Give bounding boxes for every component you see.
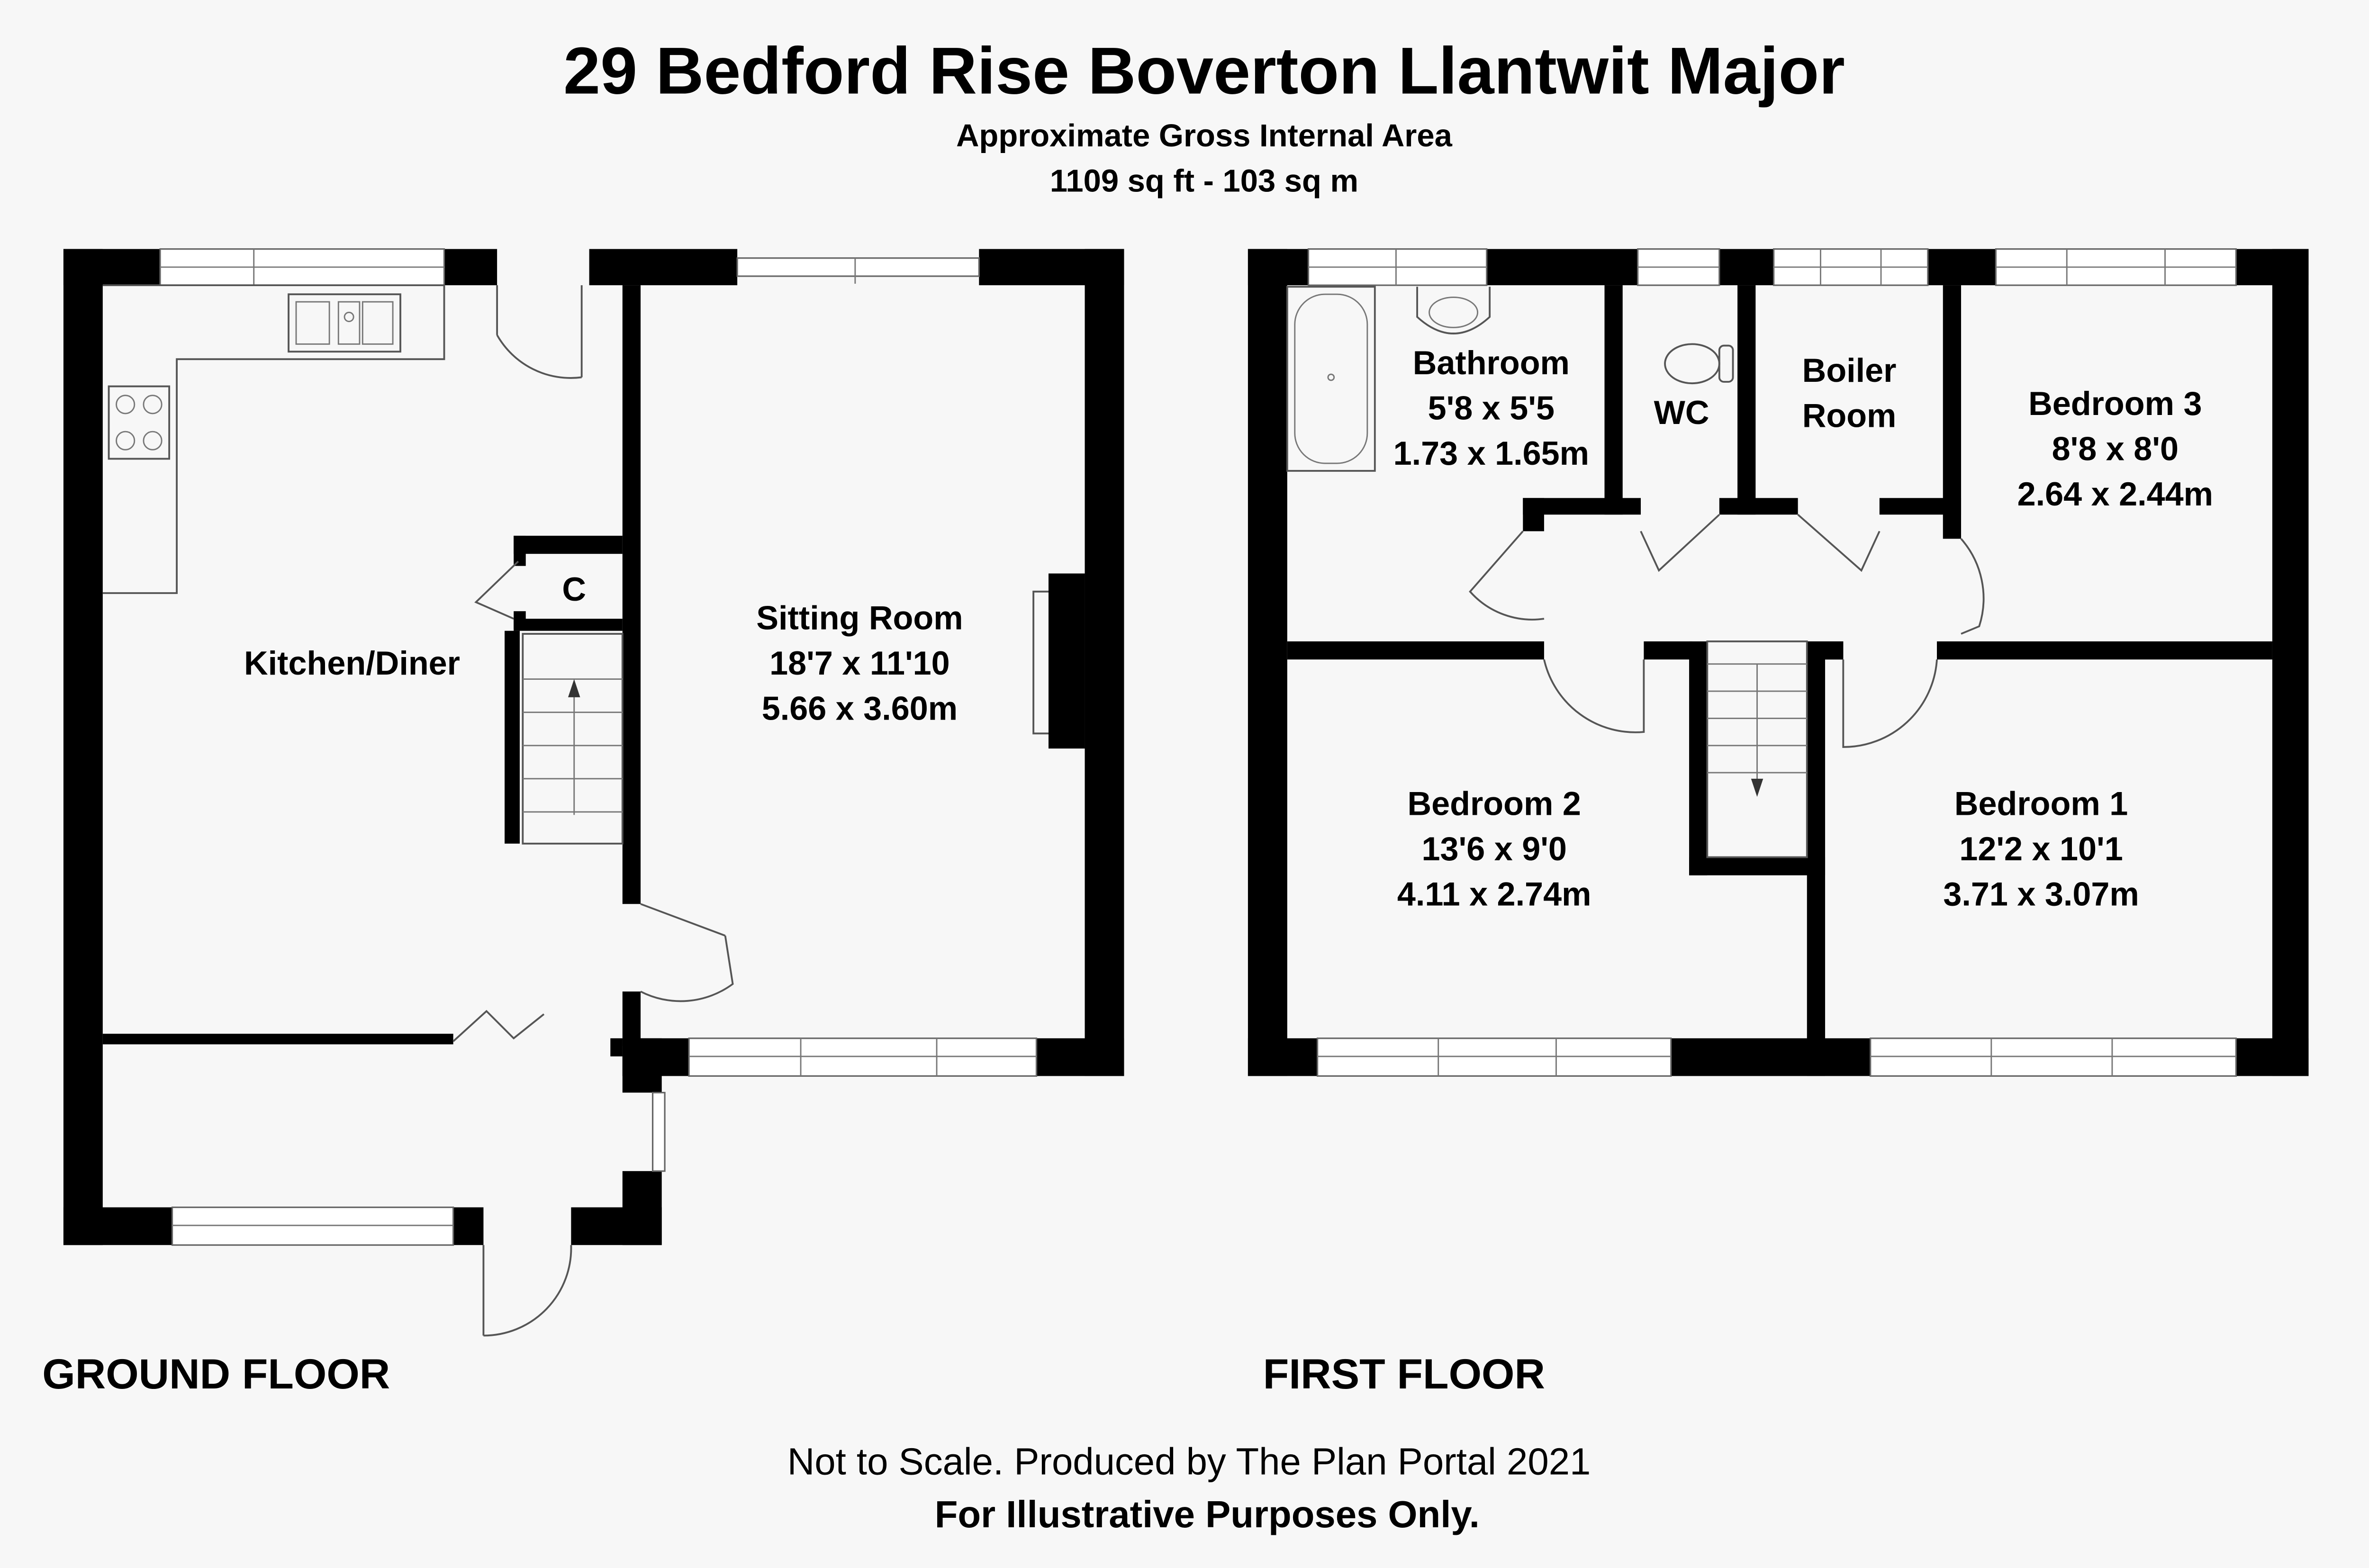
bedroom1-imperial: 12'2 x 10'1: [1959, 830, 2123, 867]
ground-floor-label: GROUND FLOOR: [42, 1350, 390, 1397]
sink-icon: [288, 293, 401, 353]
front-door: [482, 1245, 572, 1337]
wall: [571, 1207, 662, 1245]
wall: [63, 1207, 172, 1245]
window: [1317, 1037, 1672, 1077]
wall: [1248, 1038, 1318, 1076]
wall: [1248, 249, 1309, 286]
door: [1543, 659, 1645, 733]
first-floor-label: FIRST FLOOR: [1263, 1350, 1545, 1397]
bedroom2-metric: 4.11 x 2.74m: [1397, 875, 1591, 912]
staircase: [1706, 640, 1808, 858]
sitting-room-metric: 5.66 x 3.60m: [762, 690, 958, 727]
area-label: Approximate Gross Internal Area: [956, 118, 1453, 153]
wall: [1248, 249, 1287, 1076]
wall: [1719, 249, 1774, 286]
footer-disclaimer: Not to Scale. Produced by The Plan Porta…: [787, 1441, 1591, 1483]
bedroom2-name: Bedroom 2: [1408, 785, 1581, 822]
wall: [63, 249, 103, 1245]
door: [1960, 538, 1985, 635]
wall: [1671, 1038, 1871, 1076]
bathroom-metric: 1.73 x 1.65m: [1393, 435, 1589, 472]
hob-icon: [108, 385, 171, 460]
kitchen-label: Kitchen/Diner: [244, 645, 460, 682]
wall: [102, 1034, 453, 1045]
wall: [589, 249, 738, 286]
wall: [1807, 641, 1826, 1076]
wall: [1825, 641, 1844, 660]
bedroom2-imperial: 13'6 x 9'0: [1422, 830, 1567, 867]
chimney-breast: [1049, 573, 1085, 749]
wall: [1927, 249, 1996, 286]
plan-title: 29 Bedford Rise Boverton Llantwit Major: [563, 34, 1845, 108]
wall: [1937, 641, 2272, 660]
kitchen-worktop: [102, 284, 445, 594]
bedroom3-metric: 2.64 x 2.44m: [2017, 476, 2213, 513]
door: [496, 285, 583, 379]
wall: [514, 619, 623, 631]
wall: [1719, 498, 1798, 515]
wall: [610, 1038, 623, 1057]
bedroom3-name: Bedroom 3: [2028, 385, 2202, 422]
wall: [1943, 285, 1962, 539]
wall: [514, 535, 526, 566]
door: [640, 903, 734, 1002]
wall: [2236, 1038, 2309, 1076]
bifold-door: [452, 1009, 545, 1042]
door: [474, 560, 519, 620]
wall: [505, 631, 520, 844]
wall: [1644, 641, 1692, 660]
bathroom-imperial: 5'8 x 5'5: [1428, 390, 1555, 427]
wall: [1689, 857, 1826, 875]
basin-icon: [1416, 287, 1491, 334]
wall: [622, 285, 641, 904]
door: [1842, 659, 1938, 748]
wall: [1523, 498, 1544, 532]
window: [736, 257, 980, 277]
area-value: 1109 sq ft - 103 sq m: [1050, 163, 1358, 199]
window: [171, 1207, 454, 1246]
window: [651, 1091, 666, 1172]
toilet-icon: [1664, 343, 1734, 385]
wc-label: WC: [1654, 394, 1709, 431]
wall: [622, 1038, 662, 1093]
wall: [1085, 249, 1124, 1076]
fireplace: [1032, 590, 1049, 735]
wall: [514, 535, 623, 554]
wall: [1486, 249, 1638, 286]
wall: [1036, 1038, 1124, 1076]
door: [1469, 531, 1545, 621]
footer-illustrative: For Illustrative Purposes Only.: [935, 1493, 1480, 1535]
sitting-room-imperial: 18'7 x 11'10: [769, 645, 950, 682]
first-floor-plan: Bathroom 5'8 x 5'5 1.73 x 1.65m WC Boile…: [1248, 248, 2309, 1077]
wall: [2272, 249, 2309, 1076]
boiler-label-1: Boiler: [1802, 352, 1897, 389]
bedroom1-name: Bedroom 1: [1954, 785, 2128, 822]
door: [1640, 514, 1881, 572]
wall: [1604, 285, 1623, 515]
window: [688, 1037, 1038, 1077]
bathroom-name: Bathroom: [1413, 344, 1570, 381]
cupboard-label: C: [562, 571, 586, 608]
ground-floor-plan: Kitchen/Diner C Sitting Room 18'7 x 11'1…: [63, 248, 1124, 1337]
wall: [63, 249, 161, 286]
window: [1870, 1037, 2237, 1077]
bedroom1-metric: 3.71 x 3.07m: [1943, 875, 2139, 912]
wall: [622, 991, 641, 1046]
bedroom3-imperial: 8'8 x 8'0: [2052, 431, 2179, 468]
wall: [1689, 641, 1708, 875]
wall: [453, 1207, 484, 1245]
wall: [1879, 498, 1962, 515]
boiler-label-2: Room: [1802, 397, 1897, 434]
wall: [444, 249, 497, 286]
sitting-room-name: Sitting Room: [756, 599, 963, 636]
wall: [1737, 285, 1756, 515]
bath-icon: [1286, 286, 1376, 472]
staircase: [522, 633, 624, 845]
wall: [1287, 641, 1544, 660]
